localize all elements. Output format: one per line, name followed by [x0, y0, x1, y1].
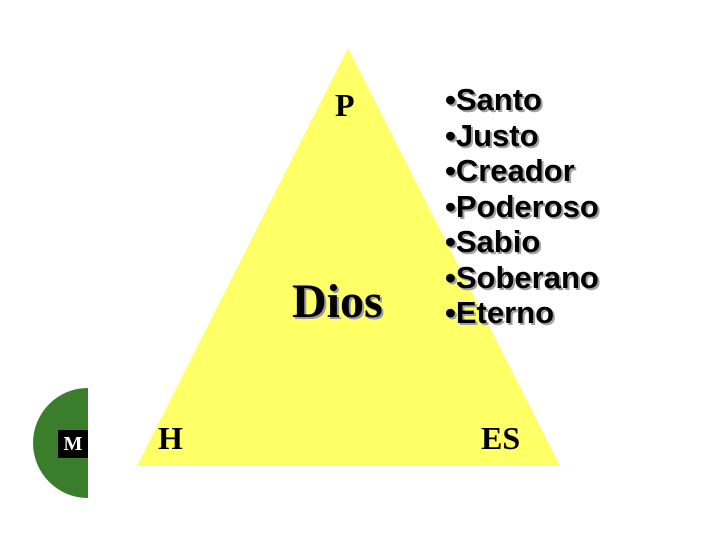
- triangle-left-label: H: [158, 420, 183, 456]
- m-badge: M: [58, 430, 88, 458]
- attribute-item: •Justo: [445, 117, 539, 153]
- triangle-center-label: Dios: [292, 275, 383, 328]
- attribute-item: •Sabio: [445, 224, 541, 259]
- attribute-list: •Santo •Justo •Creador •Poderoso •Sabio …: [445, 82, 599, 331]
- attribute-item: •Poderoso: [445, 188, 599, 224]
- trinity-triangle: [137, 48, 560, 466]
- attribute-item: •Eterno: [445, 295, 555, 330]
- attribute-item: •Soberano: [445, 259, 599, 295]
- attribute-item: •Santo: [445, 82, 542, 117]
- attribute-item: •Creador: [445, 153, 575, 188]
- triangle-right-label: ES: [481, 420, 521, 456]
- triangle-top-label: P: [335, 87, 355, 123]
